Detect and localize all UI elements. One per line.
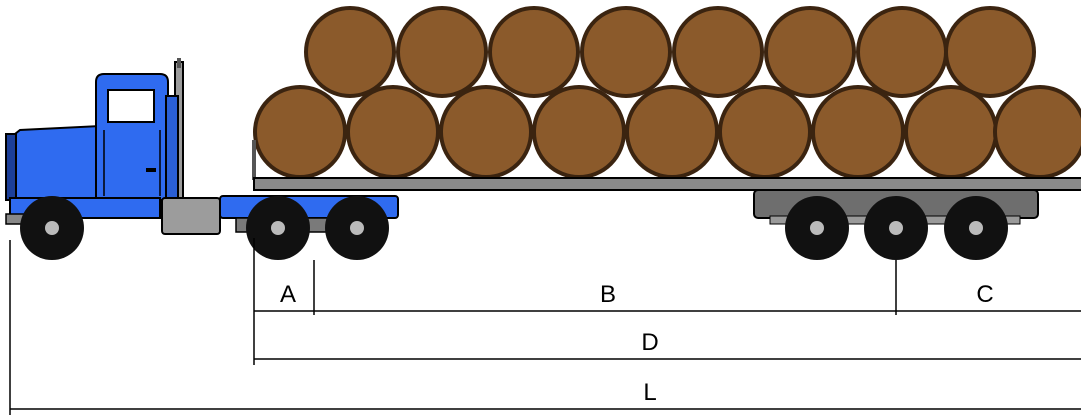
log	[580, 6, 672, 98]
trailer-wheel-1	[785, 196, 849, 260]
log-load	[253, 6, 1081, 179]
label-b: B	[600, 281, 616, 308]
log	[304, 6, 396, 98]
log	[993, 85, 1081, 179]
label-a: A	[280, 281, 296, 308]
log-bottom-row	[253, 85, 1081, 179]
log	[672, 6, 764, 98]
label-l: L	[643, 379, 656, 406]
trailer-wheel-3	[944, 196, 1008, 260]
cab-handle	[146, 168, 156, 172]
log	[904, 85, 998, 179]
drive-wheel-2	[325, 196, 389, 260]
log	[944, 6, 1036, 98]
exhaust-stack-cap	[177, 58, 181, 68]
cab-window	[107, 89, 155, 123]
log	[253, 85, 347, 179]
log	[811, 85, 905, 179]
dimension-lines	[9, 238, 1081, 415]
drive-wheel-1	[246, 196, 310, 260]
log	[718, 85, 812, 179]
trailer-deck	[253, 177, 1081, 191]
log	[396, 6, 488, 98]
trailer-bunk-post	[252, 140, 256, 180]
log	[439, 85, 533, 179]
dimension-labels: A B C D L	[280, 281, 994, 406]
label-d: D	[641, 329, 658, 356]
truck-hood	[9, 124, 101, 201]
cab-sleeper	[165, 95, 179, 201]
log	[532, 85, 626, 179]
log	[764, 6, 856, 98]
wheels	[20, 196, 1008, 260]
log	[346, 85, 440, 179]
label-c: C	[976, 281, 993, 308]
fuel-tank	[161, 197, 221, 235]
front-wheel	[20, 196, 84, 260]
log	[625, 85, 719, 179]
truck-grille	[5, 133, 17, 201]
log-top-row	[304, 6, 1036, 98]
trailer-wheel-2	[864, 196, 928, 260]
log	[488, 6, 580, 98]
log	[856, 6, 948, 98]
